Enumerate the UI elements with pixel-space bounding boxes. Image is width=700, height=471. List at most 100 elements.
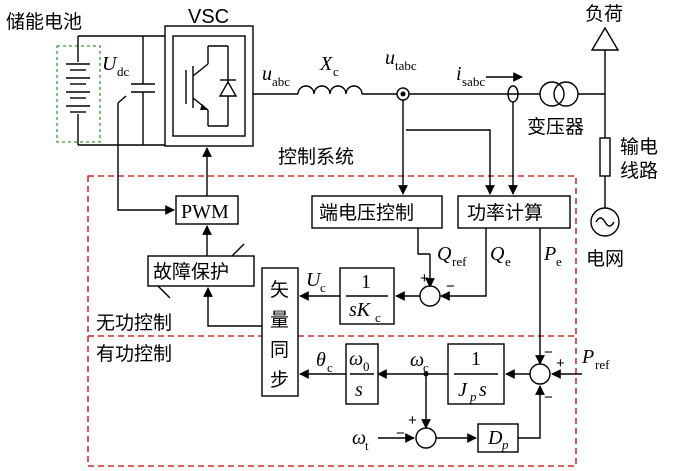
transmission-line-icon [599, 137, 611, 177]
svg-text:tabc: tabc [395, 58, 417, 73]
vector-sync-block [261, 267, 299, 397]
battery-outline [56, 45, 101, 143]
udc-to-pwm-arrow [117, 103, 175, 215]
udc-probe [117, 95, 127, 104]
qsum-plus: + [420, 270, 429, 287]
svg-text:D: D [487, 427, 503, 449]
svg-text:0: 0 [363, 359, 370, 374]
svg-text:U: U [306, 269, 322, 291]
svg-text:c: c [327, 360, 333, 375]
omega-summing-junction [415, 427, 437, 449]
dp-feedback-arrow [518, 385, 545, 439]
fault-protection-label: 故障保护 [153, 261, 229, 283]
dp-label: D p [487, 427, 509, 452]
udc-label: U dc [102, 53, 130, 79]
svg-text:p: p [501, 437, 509, 452]
svg-text:u: u [262, 63, 272, 85]
transformer-label: 变压器 [527, 116, 584, 138]
vector-sync-char-1: 矢 [270, 279, 289, 301]
svg-text:i: i [456, 63, 462, 85]
svg-text:abc: abc [272, 74, 290, 89]
svg-text:c: c [320, 280, 326, 295]
qref-label: Q ref [437, 243, 467, 269]
svg-text:ref: ref [595, 357, 610, 372]
svg-text:e: e [505, 254, 511, 269]
isabc-label: i sabc [456, 63, 485, 89]
svg-text:ref: ref [452, 254, 467, 269]
p-summing-junction [529, 363, 551, 385]
omega-c-label: ω c [410, 349, 429, 375]
omega-t-label: ω t [352, 427, 369, 453]
tvc-out-wire [417, 228, 430, 255]
utabc-to-pc-arrow [406, 129, 495, 195]
svg-text:dc: dc [117, 64, 130, 79]
vector-sync-char-4: 步 [270, 369, 289, 391]
xc-label: X c [319, 53, 339, 79]
svg-text:u: u [385, 47, 395, 69]
pe-label: P e [543, 243, 562, 269]
power-calc-block [457, 195, 571, 229]
wsum-plus: + [408, 412, 417, 429]
load-label: 负荷 [585, 3, 623, 25]
pref-label: P ref [581, 346, 610, 372]
svg-text:U: U [102, 53, 118, 75]
skc-denominator: sK c [349, 299, 381, 325]
svg-text:t: t [365, 438, 369, 453]
w0-numerator: ω 0 [349, 348, 370, 374]
svg-text:c: c [423, 360, 429, 375]
uc-label: U c [306, 269, 326, 295]
svg-text:ω: ω [410, 349, 424, 371]
pwm-label: PWM [181, 201, 229, 223]
uabc-label: u abc [262, 63, 290, 89]
vsc-label: VSC [188, 6, 229, 28]
battery-label: 储能电池 [6, 11, 82, 33]
svg-text:ω: ω [352, 427, 366, 449]
svg-text:e: e [556, 254, 562, 269]
utabc-label: u tabc [385, 47, 417, 73]
active-control-label: 有功控制 [96, 343, 172, 365]
svg-text:P: P [581, 346, 594, 368]
jp-numerator: 1 [471, 348, 481, 370]
svg-text:ω: ω [349, 348, 363, 370]
grid-label: 电网 [586, 248, 624, 270]
sync-to-fault-arrow [203, 287, 262, 327]
svg-text:c: c [375, 310, 381, 325]
theta-label: θ c [316, 349, 333, 375]
terminal-voltage-control-block [311, 195, 443, 229]
battery-icon [66, 36, 90, 145]
w0-denominator: s [355, 379, 363, 401]
fault-flag-bottom [157, 285, 171, 299]
svg-text:Q: Q [490, 243, 505, 265]
qe-label: Q e [490, 243, 511, 269]
line-label-2: 线路 [620, 160, 658, 182]
dc-capacitor-icon [131, 36, 155, 145]
fault-protection-block [147, 255, 255, 287]
qe-arrow [440, 228, 487, 301]
svg-text:sK: sK [349, 299, 372, 321]
svg-text:c: c [333, 64, 339, 79]
skc-numerator: 1 [361, 271, 371, 293]
svg-text:θ: θ [316, 349, 326, 371]
control-system-label: 控制系统 [278, 146, 354, 168]
igbt-icon [172, 35, 246, 137]
svg-text:P: P [543, 243, 556, 265]
svg-text:J: J [458, 379, 468, 401]
transformer-icon [539, 81, 579, 107]
reactive-control-label: 无功控制 [96, 312, 172, 334]
vector-sync-char-2: 量 [270, 309, 289, 331]
load-icon [590, 26, 620, 51]
pwm-block [175, 195, 239, 225]
svg-text:Q: Q [437, 243, 452, 265]
svg-text:p: p [469, 389, 477, 404]
fault-flag-top [231, 243, 245, 257]
power-calc-label: 功率计算 [467, 202, 543, 224]
wsum-minus: − [396, 425, 405, 442]
grid-source-icon [590, 207, 620, 237]
qsum-minus: − [446, 278, 455, 295]
vector-sync-char-3: 同 [270, 339, 289, 361]
inductor-xc-icon [297, 85, 363, 95]
line-label-1: 输电 [620, 136, 658, 158]
terminal-voltage-control-label: 端电压控制 [319, 202, 414, 224]
vsc-block [164, 25, 254, 147]
